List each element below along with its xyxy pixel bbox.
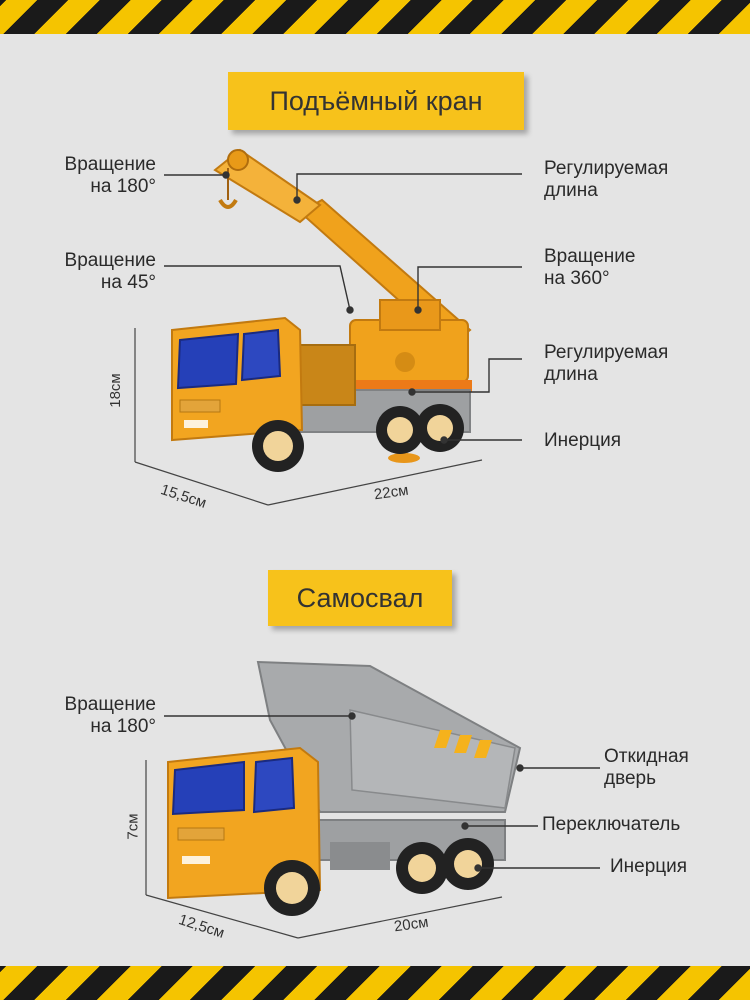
crane-dim-height: 18см bbox=[106, 373, 124, 408]
hazard-stripe-top bbox=[0, 0, 750, 34]
hazard-stripe-bottom bbox=[0, 966, 750, 1000]
dump-label-switch: Переключатель bbox=[542, 814, 681, 835]
dump-dimension-lines bbox=[145, 760, 503, 939]
crane-truck-image bbox=[171, 148, 472, 472]
crane-label-inertia: Инерция bbox=[544, 430, 622, 451]
crane-title-badge: Подъёмный кран bbox=[228, 72, 524, 130]
dump-truck-image bbox=[167, 660, 522, 916]
dump-dim-height: 7см bbox=[124, 813, 142, 840]
crane-leader-lines bbox=[164, 171, 522, 444]
dump-title-badge: Самосвал bbox=[268, 570, 452, 626]
crane-dimension-lines bbox=[134, 328, 483, 506]
dump-label-inertia: Инерция bbox=[610, 856, 688, 877]
dump-leader-lines bbox=[164, 712, 600, 872]
